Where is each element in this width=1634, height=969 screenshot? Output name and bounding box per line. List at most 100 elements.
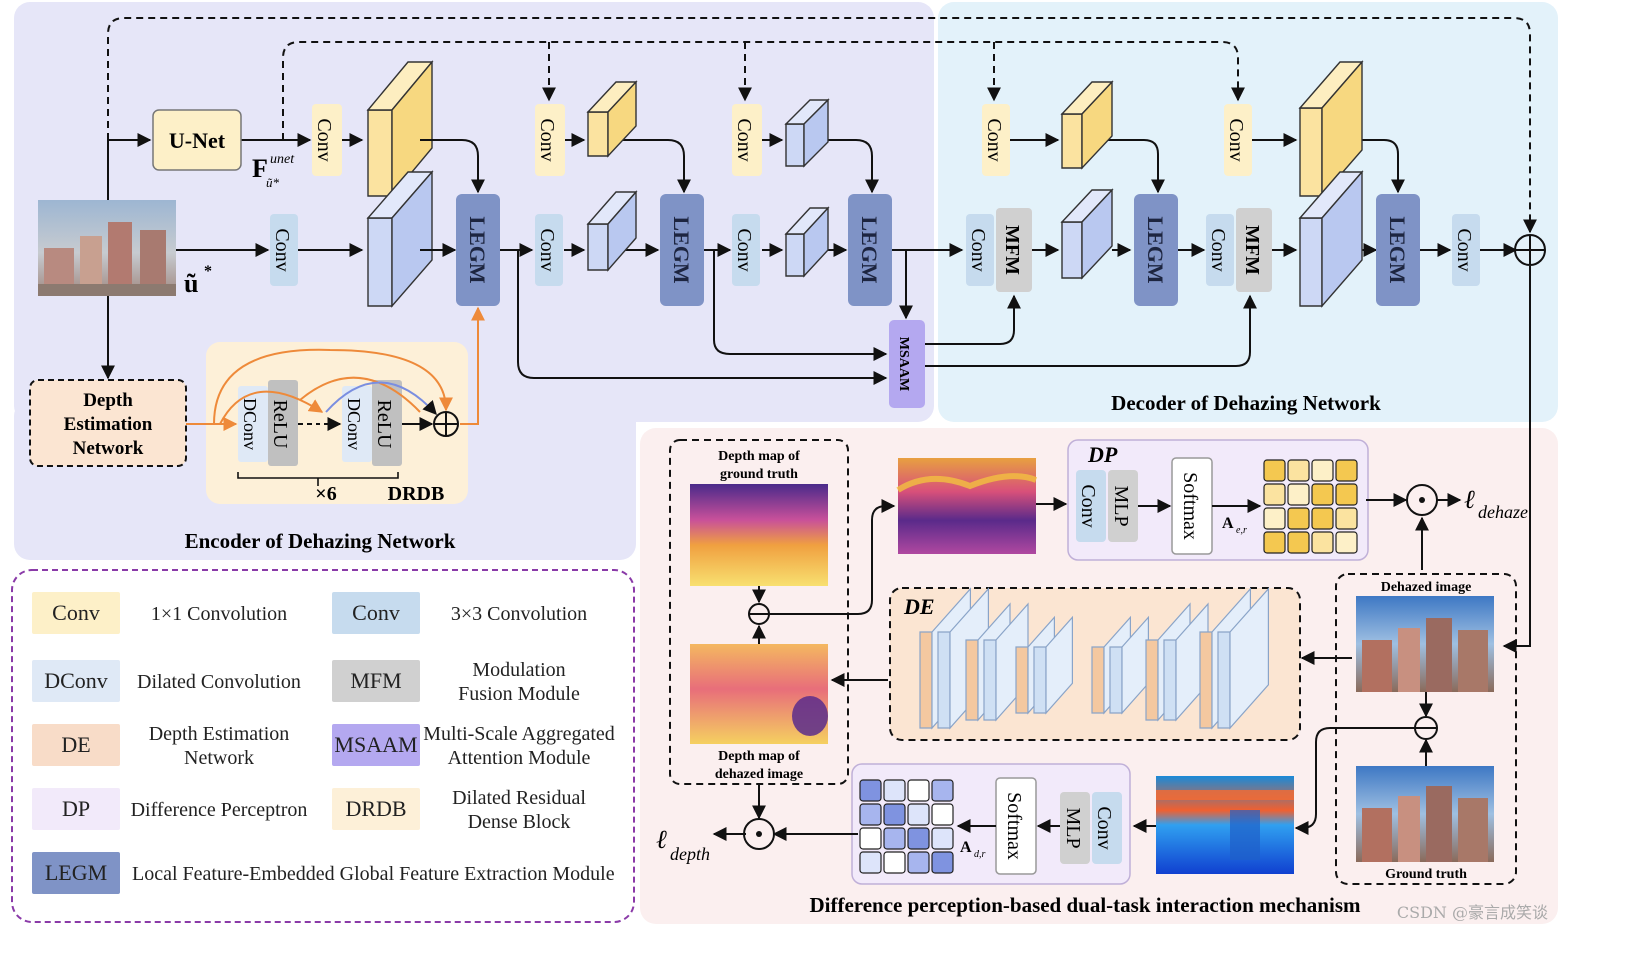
msaam-label: MSAAM [896,337,911,391]
enc-conv1x1-a-label: Conv [313,118,335,161]
enc-conv3x3-a [270,214,298,286]
attention-grid-dr [859,779,954,874]
depth-gt-l1: Depth map of [718,449,800,464]
hazy-input-image [38,200,176,296]
dec-conv3x3-b-label: Conv [1207,228,1229,271]
legend-swatch [332,788,420,830]
dec-feature-slab-yellow-1 [1060,80,1114,170]
legend-key: Conv [352,600,400,625]
dp-conv [1076,470,1106,542]
feature-slab-blue-1 [366,170,434,308]
legend-desc: Fusion Module [458,683,580,705]
attention-cell [1263,483,1286,506]
dec-feature-slab-blue-1 [1060,188,1114,280]
depth-mul-circle [743,818,775,850]
attention-cell [907,803,930,826]
attention-cell [931,851,954,874]
feature-slab-blue-2 [586,190,638,272]
feature-slab-yellow-1 [366,60,434,198]
dp-conv-label: Conv [1077,484,1099,527]
legend-key: DE [61,732,90,757]
f-unet-sub: ũ* [266,175,280,190]
legend-key: Conv [52,600,100,625]
legm-2-label: LEGM [669,216,694,283]
attention-cell [1335,459,1358,482]
msaam-block [889,320,925,408]
drdb-relu-2-label: ReLU [373,400,395,449]
legend-swatch [32,660,120,702]
feature-slab-blue-3b [784,206,830,278]
legend-swatch [32,852,120,894]
dp2-conv-label: Conv [1093,806,1115,849]
attention-grid-er [1263,459,1358,554]
attention-cell [1335,531,1358,554]
enc-conv1x1-b [535,104,565,176]
legend-desc: Dilated Residual [452,787,586,809]
legm-block-1 [456,194,500,306]
enc-conv1x1-a [312,104,342,176]
depth-dehazed-l2: dehazed image [715,767,803,782]
drdb-relu-1-label: ReLU [269,400,291,449]
attention-cell [1263,531,1286,554]
drdb-dconv-1-label: DConv [240,398,260,450]
dec-legm-1 [1134,194,1178,306]
dec-conv3x3-a-label: Conv [967,228,989,271]
attention-cell [931,803,954,826]
legend-desc: Local Feature-Embedded Global Feature Ex… [132,863,615,885]
drdb-dconv-1 [238,386,268,462]
attention-cell [883,779,906,802]
dp2-softmax-label: Softmax [1003,792,1025,860]
dec-conv3x3-a [966,214,994,286]
legend-desc: Network [184,747,254,769]
dec-conv1x1-a [982,104,1010,176]
enc-conv3x3-b-label: Conv [536,228,558,271]
legend-desc: Difference Perceptron [131,799,308,821]
dec-conv1x1-b-label: Conv [1225,118,1247,161]
legend-key: MSAAM [334,732,417,757]
a-er-main: A [1222,515,1234,532]
legend-swatch [32,724,120,766]
attention-cell [1287,507,1310,530]
dp2-mlp-label: MLP [1062,807,1084,848]
legend-swatch [332,660,420,702]
a-dr-sub: d,r [974,849,986,860]
dec-conv1x1-a-label: Conv [983,118,1005,161]
decoder-title: Decoder of Dehazing Network [1111,391,1381,415]
attention-cell [1311,483,1334,506]
legend-key: MFM [350,668,401,693]
dec-mfm-a-label: MFM [1001,225,1023,275]
dec-legm-2 [1376,194,1420,306]
feature-slab-blue-3a [784,98,830,168]
dec-legm-2-label: LEGM [1385,216,1410,283]
ground-truth-image [1356,766,1494,862]
dp-mlp-label: MLP [1110,485,1132,526]
skip-connections [107,17,1537,234]
feature-slab-yellow-2 [586,80,638,158]
legm-3-label: LEGM [857,216,882,283]
attention-cell [1263,459,1286,482]
de-label: DE [903,594,935,619]
mechanism-title: Difference perception-based dual-task in… [809,893,1361,917]
drdb-times6: ×6 [315,483,336,505]
dehazed-image-label: Dehazed image [1381,580,1472,595]
attention-cell [859,827,882,850]
enc-conv1x1-b-label: Conv [536,118,558,161]
attention-cell [1287,483,1310,506]
attention-cell [859,851,882,874]
depth-estimation-network-block [29,379,187,467]
a-dr-main: A [960,839,972,856]
dec-conv3x3-b [1206,214,1234,286]
legend-key: DP [62,796,90,821]
legm-1-label: LEGM [465,216,490,283]
legend-swatch [332,592,420,634]
depth-gt-l2: ground truth [720,467,798,482]
attention-cell [1287,531,1310,554]
enc-conv3x3-b [535,214,563,286]
dec-conv1x1-b [1224,104,1252,176]
watermark: CSDN @豪言成笑谈 [1397,903,1548,922]
legend-swatch [32,788,120,830]
f-unet-sup: unet [270,152,295,167]
depth-dehazed-l1: Depth map of [718,749,800,764]
attention-cell [907,779,930,802]
